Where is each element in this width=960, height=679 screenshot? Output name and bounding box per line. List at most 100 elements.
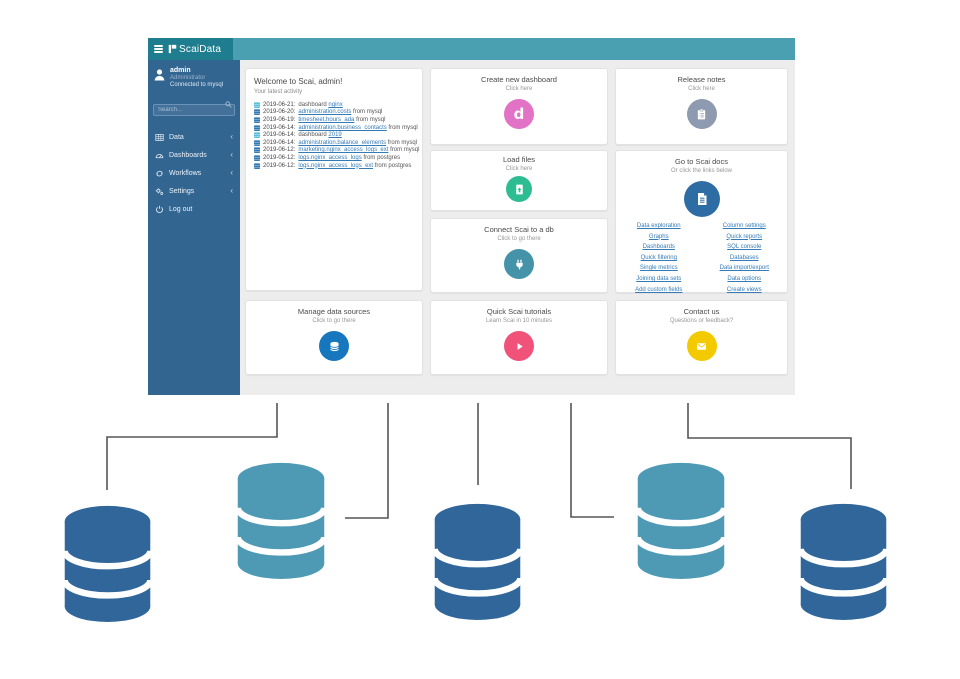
docs-link[interactable]: Column settings <box>722 223 766 229</box>
docs-link[interactable]: SQL console <box>727 244 762 251</box>
manage-sources-button[interactable] <box>319 331 349 361</box>
card-subtitle: Click to go there <box>497 236 541 242</box>
activity-type-icon <box>254 109 260 116</box>
activity-link[interactable]: administration.costs <box>298 109 352 116</box>
power-icon <box>156 205 163 213</box>
connector-line-2 <box>345 403 389 519</box>
activity-link[interactable]: 2019 <box>328 132 342 139</box>
activity-row: 2019-06-21: dashboard nginx <box>254 101 414 109</box>
document-icon <box>697 193 706 205</box>
contact-card[interactable]: Contact us Questions or feedback? <box>615 300 788 375</box>
activity-link[interactable]: marketing.nginx_access_logs_ext <box>298 147 389 154</box>
tutorials-card[interactable]: Quick Scai tutorials Learn Scai in 10 mi… <box>430 300 608 375</box>
chevron-left-icon: ‹ <box>230 168 233 177</box>
activity-type-icon <box>254 132 260 139</box>
release-notes-button[interactable] <box>686 99 717 129</box>
sidebar-item-logout[interactable]: Log out <box>148 200 240 218</box>
create-dashboard-button[interactable]: d <box>504 99 534 129</box>
user-connection-status: Connected to mysql <box>170 82 224 88</box>
docs-card: Go to Scai docs Or click the links below <box>615 150 788 293</box>
activity-date: 2019-06-14: <box>263 124 296 131</box>
header-bar <box>233 38 795 60</box>
chevron-left-icon: ‹ <box>230 186 233 195</box>
sidebar-item-data[interactable]: Data ‹ <box>148 128 240 146</box>
activity-type-icon <box>254 162 260 169</box>
activity-link[interactable]: logs.nginx_access_logs_ext <box>298 162 374 169</box>
docs-link[interactable]: Quick reports <box>726 233 763 240</box>
db-cylinder-3 <box>435 504 521 620</box>
activity-date: 2019-06-14: <box>263 139 296 146</box>
card-title: Go to Scai docs <box>675 157 728 166</box>
card-subtitle: Click to go there <box>312 318 356 324</box>
activity-row: 2019-06-19: timesheet.hours_ada from mys… <box>254 116 414 124</box>
activity-list: 2019-06-21: dashboard nginx 2019-06-20: … <box>254 101 419 170</box>
connector-line-5 <box>687 403 852 489</box>
docs-link[interactable]: Graphs <box>648 233 669 240</box>
file-upload-icon <box>515 184 523 194</box>
activity-link[interactable]: administration.balance_elements <box>298 139 387 146</box>
connect-db-card[interactable]: Connect Scai to a db Click to go there <box>430 218 608 293</box>
db-cylinder-5 <box>801 504 887 620</box>
app-header: ScaiData <box>148 38 795 60</box>
card-title: Contact us <box>683 307 720 316</box>
app-logo: ScaiData <box>168 44 221 55</box>
envelope-icon <box>697 342 706 350</box>
sidebar-item-workflows[interactable]: Workflows ‹ <box>148 164 240 182</box>
activity-link[interactable]: logs.nginx_access_logs <box>298 154 362 161</box>
card-title: Load files <box>502 155 536 164</box>
sidebar-item-dashboards[interactable]: Dashboards ‹ <box>148 146 240 164</box>
activity-date: 2019-06-19: <box>263 116 296 123</box>
docs-link[interactable]: Quick filtering <box>640 254 677 261</box>
activity-date: 2019-06-14: <box>263 132 296 139</box>
activity-type-icon <box>254 116 260 123</box>
docs-link[interactable]: Joining data sets <box>636 275 682 282</box>
manage-sources-card[interactable]: Manage data sources Click to go there <box>245 300 423 375</box>
activity-link[interactable]: nginx <box>328 101 343 108</box>
activity-link[interactable]: administration.business_contacts <box>298 124 387 131</box>
sidebar-item-label: Settings <box>169 187 195 195</box>
app-window: ScaiData admin Administrator Connected t… <box>148 38 795 395</box>
content-area: Welcome to Scai, admin! Your latest acti… <box>240 60 795 395</box>
docs-link[interactable]: Single metrics <box>639 265 678 272</box>
card-subtitle: Questions or feedback? <box>669 318 734 324</box>
activity-row: 2019-06-20: administration.costs from my… <box>254 109 414 117</box>
load-files-button[interactable] <box>506 176 532 202</box>
activity-date: 2019-06-12: <box>263 147 296 154</box>
activity-row: 2019-06-12: logs.nginx_access_logs_ext f… <box>254 162 414 170</box>
activity-type-icon <box>254 139 260 146</box>
activity-row: 2019-06-12: logs.nginx_access_logs from … <box>254 154 414 162</box>
activity-date: 2019-06-21: <box>263 101 296 108</box>
connect-db-button[interactable] <box>504 249 534 279</box>
release-notes-card[interactable]: Release notes Click here <box>615 68 788 145</box>
sidebar-item-label: Log out <box>169 205 193 213</box>
docs-link[interactable]: Add custom fields <box>635 286 683 293</box>
workflow-icon <box>156 170 163 176</box>
sidebar-item-label: Data <box>169 133 184 141</box>
search-input[interactable] <box>153 104 235 116</box>
docs-link[interactable]: Data exploration <box>636 223 681 229</box>
docs-link[interactable]: Databases <box>729 254 759 261</box>
activity-link[interactable]: timesheet.hours_ada <box>298 116 355 123</box>
docs-link[interactable]: Create views <box>726 286 762 293</box>
docs-link[interactable]: Dashboards <box>642 244 675 251</box>
sidebar-item-settings[interactable]: Settings ‹ <box>148 182 240 200</box>
load-files-card[interactable]: Load files Click here <box>430 150 608 211</box>
docs-link[interactable]: Data options <box>727 275 762 282</box>
contact-button[interactable] <box>686 331 717 361</box>
activity-date: 2019-06-20: <box>263 109 296 116</box>
hamburger-menu-icon[interactable] <box>154 45 163 53</box>
sidebar-item-label: Workflows <box>169 169 202 177</box>
dashboard-d-icon: d <box>513 104 525 123</box>
sidebar-item-label: Dashboards <box>169 151 207 159</box>
user-role: Administrator <box>170 75 206 81</box>
tutorials-button[interactable] <box>504 331 534 361</box>
docs-button[interactable] <box>683 181 720 217</box>
docs-link[interactable]: Data import/export <box>719 265 769 272</box>
create-dashboard-card[interactable]: Create new dashboard Click here d <box>430 68 608 145</box>
clipboard-icon <box>697 108 706 119</box>
database-icon <box>329 341 339 351</box>
activity-type-icon <box>254 124 260 131</box>
dashboard-icon <box>155 153 164 158</box>
